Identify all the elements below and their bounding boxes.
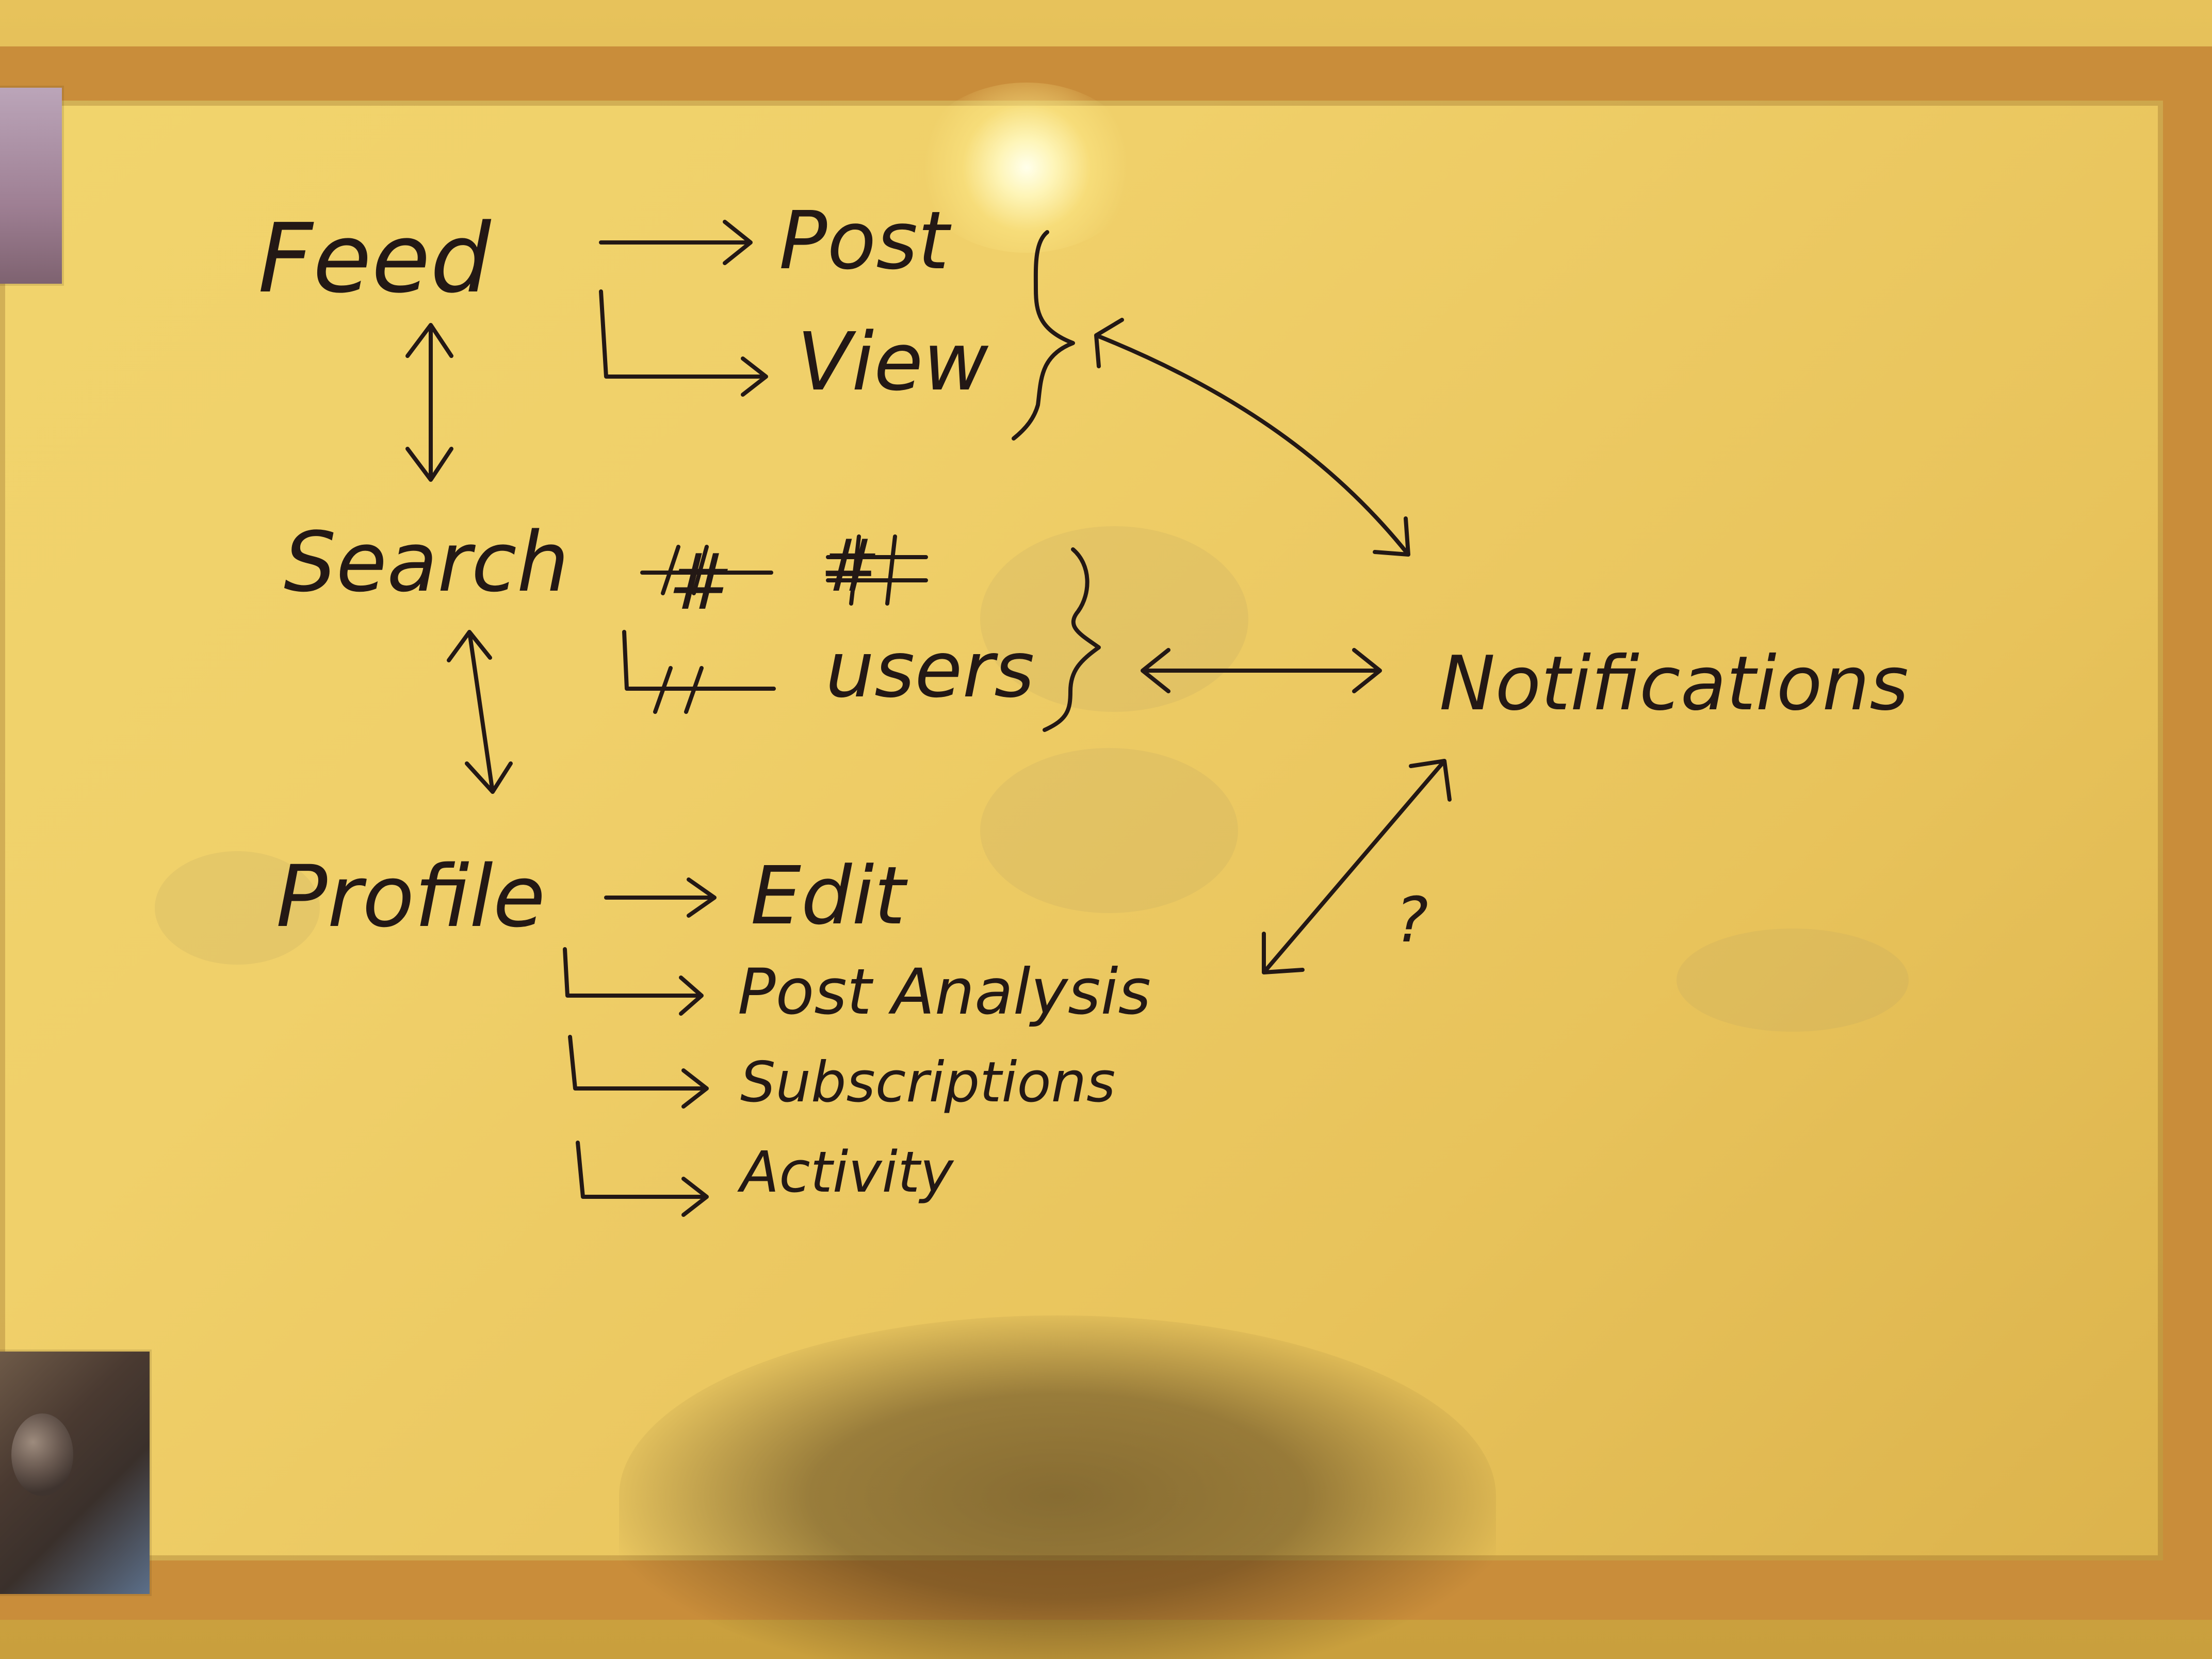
pinned-photo-bottom <box>0 1352 150 1594</box>
whiteboard-frame <box>0 46 2212 1620</box>
whiteboard <box>0 46 2212 1620</box>
pinned-photo-top <box>0 88 62 284</box>
